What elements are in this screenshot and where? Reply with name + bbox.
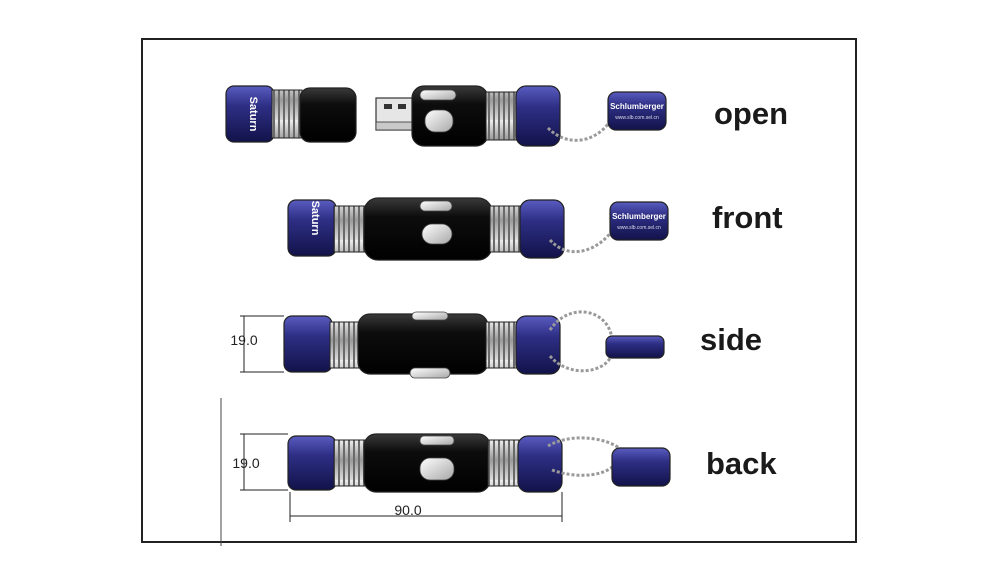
cap-brand-text: Saturn bbox=[247, 97, 259, 132]
dimension-height-side: 19.0 bbox=[230, 315, 284, 373]
dimension-height-back: 19.0 bbox=[232, 433, 288, 491]
brand-tag: Schlumberger www.slb.com.sel.cn bbox=[609, 201, 669, 241]
dimension-label: 19.0 bbox=[230, 332, 257, 348]
view-front: Saturn Schlumberger www.slb.com.sel.cn bbox=[287, 197, 669, 261]
view-back: 19.0 90.0 bbox=[232, 433, 671, 522]
brand-tag bbox=[611, 447, 671, 487]
usb-connector bbox=[375, 97, 415, 131]
diagram-frame bbox=[141, 38, 857, 543]
open-body bbox=[411, 85, 561, 147]
label-back: back bbox=[706, 446, 777, 481]
dimension-label: 19.0 bbox=[232, 455, 259, 471]
tag-brand-text: Schlumberger bbox=[610, 102, 664, 111]
view-side: 19.0 bbox=[230, 310, 665, 379]
label-open: open bbox=[714, 96, 789, 131]
brand-tag bbox=[605, 335, 665, 359]
tag-brand-text: Schlumberger bbox=[612, 212, 666, 221]
label-front: front bbox=[712, 200, 783, 235]
key-chain bbox=[547, 436, 628, 477]
front-cap-brand-text: Saturn bbox=[309, 201, 321, 236]
view-open: Saturn Schlumberger www.slb.com.sel.cn bbox=[225, 85, 667, 147]
key-chain bbox=[548, 310, 614, 373]
label-side: side bbox=[700, 322, 763, 357]
dimension-label: 90.0 bbox=[394, 502, 421, 518]
open-cap: Saturn bbox=[225, 85, 357, 143]
tag-subtext: www.slb.com.sel.cn bbox=[615, 115, 659, 121]
brand-tag: Schlumberger www.slb.com.sel.cn bbox=[607, 91, 667, 131]
tag-subtext: www.slb.com.sel.cn bbox=[617, 225, 661, 231]
dimension-length-back: 90.0 bbox=[289, 492, 563, 522]
key-chain bbox=[548, 227, 616, 254]
